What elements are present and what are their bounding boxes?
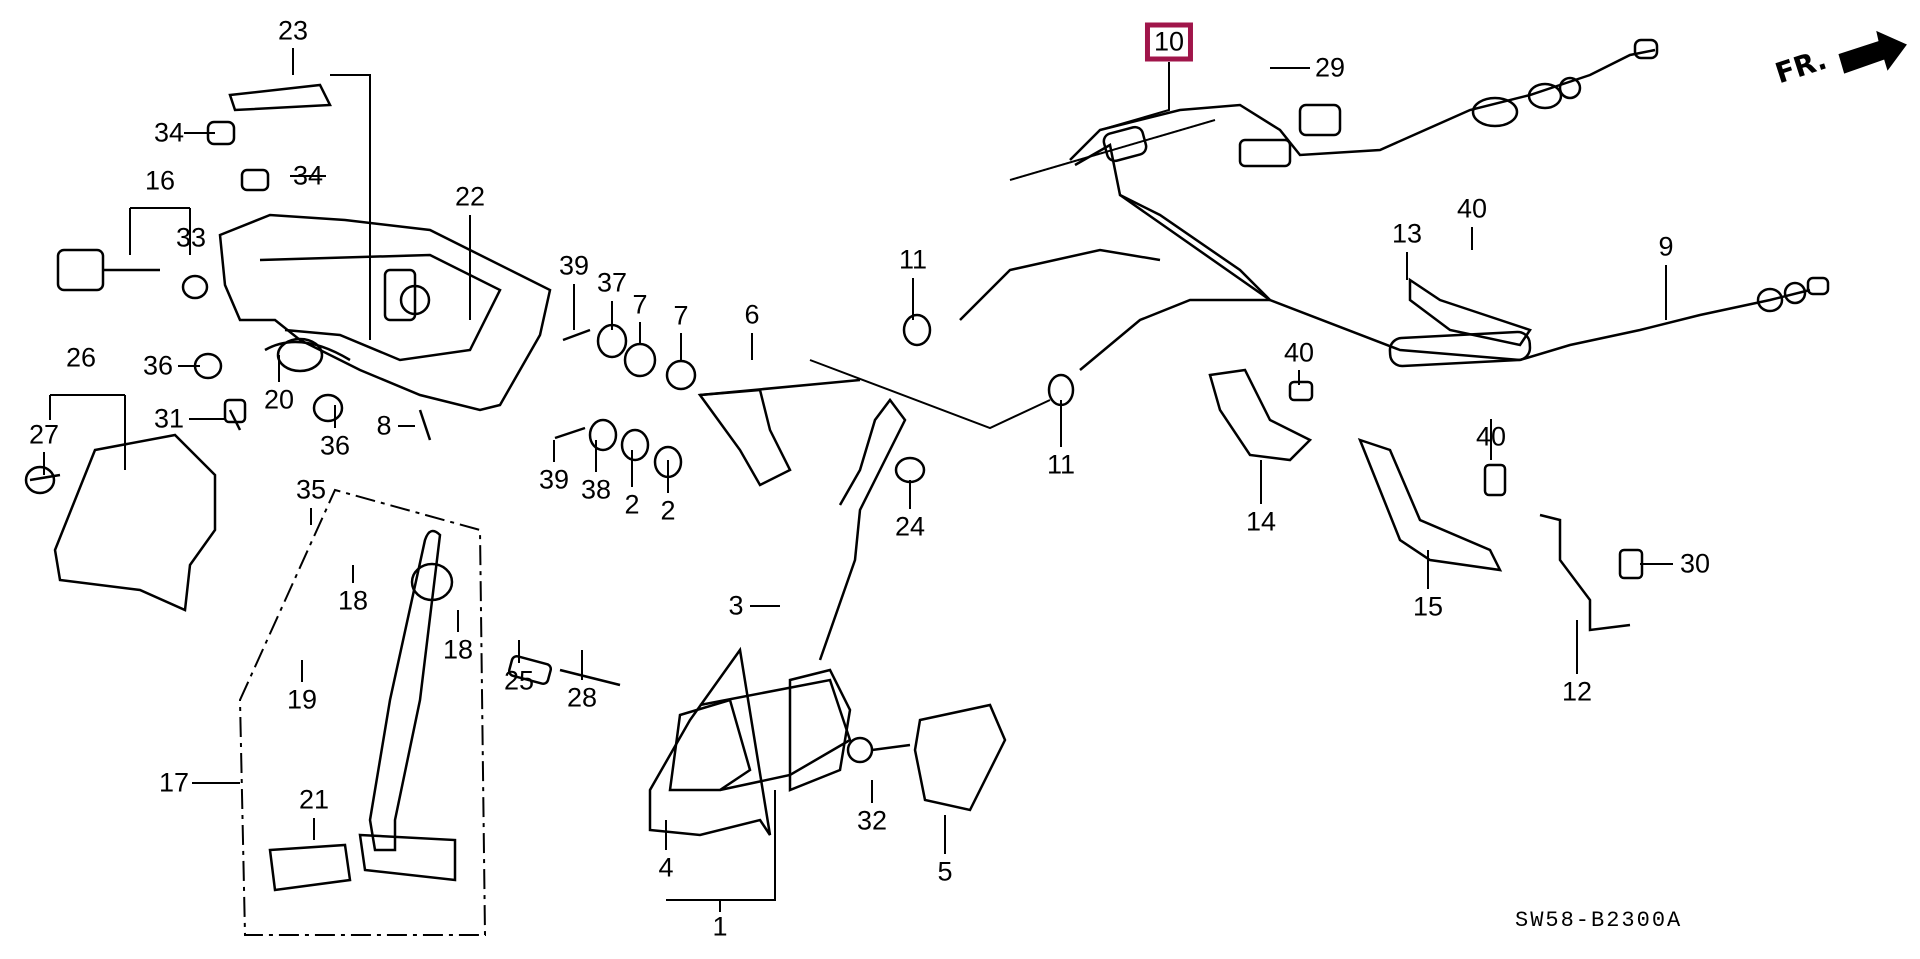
callout-15[interactable]: 15 (1412, 591, 1444, 622)
callout-10-highlighted[interactable]: 10 (1144, 22, 1194, 62)
callout-20[interactable]: 20 (263, 384, 295, 415)
callout-4[interactable]: 4 (658, 852, 674, 883)
callout-26[interactable]: 26 (65, 342, 97, 373)
callout-30[interactable]: 30 (1679, 548, 1711, 579)
callout-40[interactable]: 40 (1456, 193, 1488, 224)
callout-37[interactable]: 37 (596, 267, 628, 298)
leader-lines (43, 48, 1673, 912)
callout-13[interactable]: 13 (1391, 218, 1423, 249)
callout-2[interactable]: 2 (624, 489, 640, 520)
callout-35[interactable]: 35 (295, 474, 327, 505)
callout-1[interactable]: 1 (712, 911, 728, 942)
callout-5[interactable]: 5 (937, 856, 953, 887)
callout-36[interactable]: 36 (142, 350, 174, 381)
callout-33[interactable]: 33 (175, 222, 207, 253)
pedal-bracket-22 (218, 213, 552, 412)
callout-40[interactable]: 40 (1283, 337, 1315, 368)
callout-7[interactable]: 7 (673, 300, 689, 331)
callout-34[interactable]: 34 (292, 160, 324, 191)
callout-23[interactable]: 23 (277, 15, 309, 46)
small-parts (24, 83, 1644, 632)
callout-6[interactable]: 6 (744, 299, 760, 330)
front-arrow (1838, 30, 1907, 74)
callout-18[interactable]: 18 (442, 634, 474, 665)
callout-36[interactable]: 36 (319, 430, 351, 461)
callout-11[interactable]: 11 (898, 244, 928, 275)
callout-21[interactable]: 21 (298, 784, 330, 815)
callout-24[interactable]: 24 (894, 511, 926, 542)
callout-25[interactable]: 25 (503, 665, 535, 696)
pedals (268, 397, 1007, 892)
callout-18[interactable]: 18 (337, 585, 369, 616)
callout-17[interactable]: 17 (158, 767, 190, 798)
callout-8[interactable]: 8 (376, 410, 392, 441)
callout-7[interactable]: 7 (632, 289, 648, 320)
cable-assembly (959, 38, 1830, 371)
callout-11[interactable]: 11 (1046, 449, 1076, 480)
callout-22[interactable]: 22 (454, 181, 486, 212)
callout-39[interactable]: 39 (538, 464, 570, 495)
callout-31[interactable]: 31 (153, 403, 185, 434)
callout-12[interactable]: 12 (1561, 676, 1593, 707)
callout-32[interactable]: 32 (856, 805, 888, 836)
callout-16[interactable]: 16 (144, 165, 176, 196)
callout-40[interactable]: 40 (1475, 421, 1507, 452)
callout-27[interactable]: 27 (28, 419, 60, 450)
callout-3[interactable]: 3 (728, 590, 744, 621)
callout-38[interactable]: 38 (580, 474, 612, 505)
callout-34[interactable]: 34 (153, 117, 185, 148)
callout-39[interactable]: 39 (558, 250, 590, 281)
callout-9[interactable]: 9 (1658, 231, 1674, 262)
group-outline-17 (238, 488, 487, 936)
callout-29[interactable]: 29 (1314, 52, 1346, 83)
callout-19[interactable]: 19 (286, 684, 318, 715)
callout-14[interactable]: 14 (1245, 506, 1277, 537)
callout-2[interactable]: 2 (660, 495, 676, 526)
diagram-code: SW58-B2300A (1515, 908, 1683, 933)
callout-28[interactable]: 28 (566, 682, 598, 713)
